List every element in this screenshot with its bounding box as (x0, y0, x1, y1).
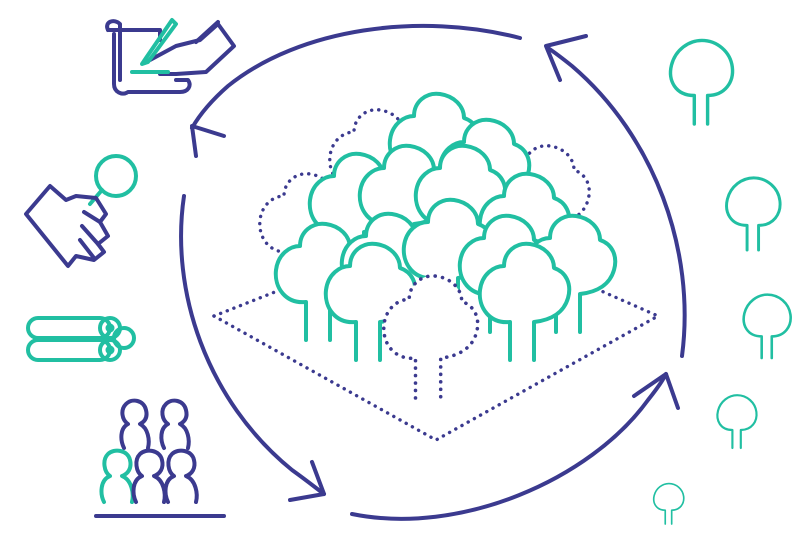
standing-tree-icon (668, 38, 735, 126)
standing-tree-icon (716, 394, 758, 450)
row-of-trees-icon (652, 38, 792, 525)
standing-tree-icon (742, 293, 792, 360)
standing-tree-icon (652, 482, 685, 525)
standing-tree-icon (725, 176, 782, 252)
cycle-icon (179, 24, 687, 521)
stacked-timber-logs-icon (26, 316, 136, 362)
forest-plot-icon (212, 91, 660, 442)
hand-signing-document-icon (105, 18, 236, 96)
group-of-people-icon (94, 398, 226, 518)
hand-holding-magnifier-icon (24, 154, 138, 268)
